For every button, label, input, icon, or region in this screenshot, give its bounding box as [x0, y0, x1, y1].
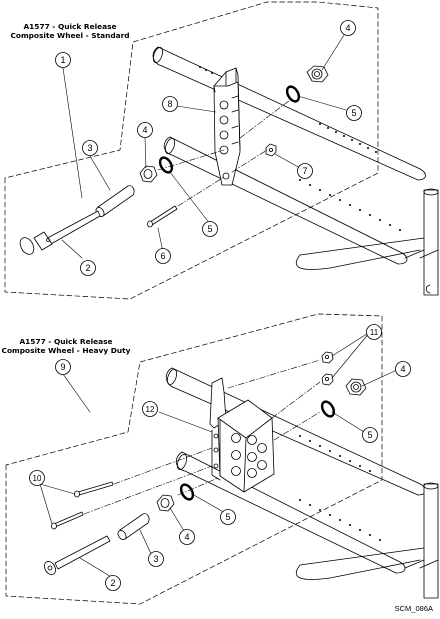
- callout-4-upper-label: 4: [400, 364, 405, 374]
- washer-lower: [179, 483, 195, 501]
- diagram-heavy-duty-title: A1577 - Quick Release Composite Wheel - …: [0, 337, 132, 355]
- callout-3-label: 3: [87, 143, 92, 153]
- callout-4-lower-label: 4: [142, 125, 147, 135]
- callout-10: 10: [29, 470, 45, 486]
- callout-1: 1: [55, 52, 71, 68]
- callout-4-upper: 4: [340, 20, 356, 36]
- callout-1-label: 1: [60, 55, 65, 65]
- callout-5-upper: 5: [362, 427, 378, 443]
- callout-11: 11: [366, 324, 382, 340]
- callout-4-lower-label: 4: [184, 532, 189, 542]
- callout-2: 2: [105, 575, 121, 591]
- callout-9-label: 9: [60, 362, 65, 372]
- assembly-axes: [83, 359, 321, 515]
- callout-12-label: 12: [146, 405, 155, 414]
- leader-lines: [39, 331, 398, 579]
- diagram-heavy-duty-title-line2: Composite Wheel - Heavy Duty: [1, 346, 131, 355]
- quick-release-axle: [44, 535, 111, 575]
- frame-upper-tube: [165, 367, 426, 496]
- frame-lower-tube: [163, 136, 408, 265]
- small-nut: [265, 143, 277, 157]
- washer-upper: [285, 85, 301, 103]
- diagram-standard-title-line1: A1577 - Quick Release: [23, 22, 117, 31]
- hex-nut-lower: [139, 165, 158, 183]
- callout-3: 3: [82, 140, 98, 156]
- bolt-short: [51, 511, 84, 530]
- callout-5-upper-label: 5: [367, 430, 372, 440]
- small-nut-upper: [321, 351, 334, 364]
- bolt-short: [147, 205, 178, 228]
- bolt-long: [74, 481, 114, 498]
- callout-7: 7: [297, 163, 313, 179]
- hex-nut-lower: [156, 494, 175, 512]
- frame-upper-tube: [152, 46, 426, 181]
- callout-5-upper: 5: [346, 105, 362, 121]
- diagram-standard: 1 2 3 4 4 5 5 6 7 8: [4, 1, 439, 300]
- washer-upper: [320, 400, 336, 418]
- quick-release-axle: [19, 210, 101, 255]
- frame-bottom-rail: [295, 547, 425, 580]
- figure-reference-code: SCM_086A: [394, 604, 433, 613]
- frame-lower-tube: [175, 451, 406, 574]
- callout-11-label: 11: [370, 328, 379, 337]
- callout-3-label: 3: [153, 554, 158, 564]
- callout-4-upper: 4: [395, 361, 411, 377]
- hex-nut-upper: [345, 378, 367, 396]
- dashed-group-outline: [4, 1, 379, 300]
- frame-rear-upright: [404, 482, 439, 599]
- frame-rear-upright: [404, 188, 439, 296]
- frame-bottom-rail: [295, 237, 425, 270]
- spacer-sleeve: [117, 513, 150, 540]
- callout-6: 6: [155, 248, 171, 264]
- callout-2-label: 2: [85, 263, 90, 273]
- callout-8: 8: [162, 96, 178, 112]
- diagram-heavy-duty: 9 2 3 4 4 5 5 10 11 12: [5, 313, 439, 605]
- callout-5-lower: 5: [220, 509, 236, 525]
- callout-7-label: 7: [302, 166, 307, 176]
- callout-12: 12: [142, 401, 158, 417]
- leader-lines: [61, 34, 347, 259]
- mounting-bracket: [213, 67, 241, 186]
- callout-4-lower: 4: [179, 529, 195, 545]
- callout-5-lower-label: 5: [225, 512, 230, 522]
- hex-nut-upper: [306, 65, 329, 83]
- diagram-standard-title-line2: Composite Wheel - Standard: [10, 31, 130, 40]
- callout-2-label: 2: [110, 578, 115, 588]
- callout-10-label: 10: [33, 474, 42, 483]
- callout-5-lower-label: 5: [207, 224, 212, 234]
- spacer-sleeve: [95, 185, 135, 217]
- diagram-standard-title: A1577 - Quick Release Composite Wheel - …: [5, 22, 135, 40]
- callout-5-lower: 5: [202, 221, 218, 237]
- frame-hole-dots: [299, 435, 381, 541]
- callout-4-upper-label: 4: [345, 23, 350, 33]
- washer-lower: [158, 156, 174, 174]
- dashed-group-outline: [5, 313, 383, 605]
- callout-2: 2: [80, 260, 96, 276]
- callout-6-label: 6: [160, 251, 165, 261]
- heavy-duty-bracket: [209, 377, 275, 493]
- callout-5-upper-label: 5: [351, 108, 356, 118]
- callout-9: 9: [55, 359, 71, 375]
- callout-3: 3: [148, 551, 164, 567]
- small-nut-lower: [321, 373, 334, 386]
- frame-hole-dots: [199, 66, 401, 231]
- diagram-heavy-duty-title-line1: A1577 - Quick Release: [19, 337, 113, 346]
- callout-4-lower: 4: [137, 122, 153, 138]
- callout-8-label: 8: [167, 99, 172, 109]
- assembly-axes: [157, 99, 291, 207]
